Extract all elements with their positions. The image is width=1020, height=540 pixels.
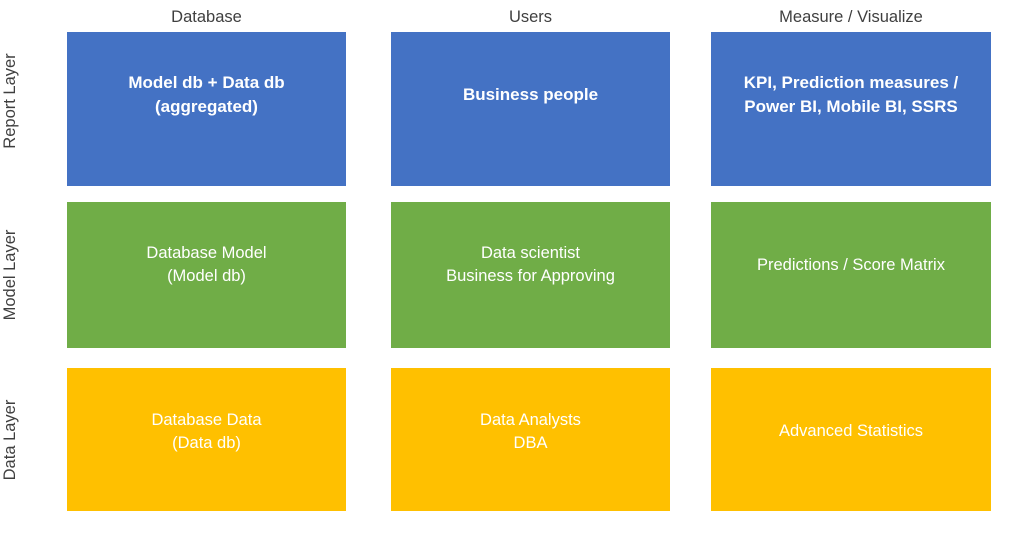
cell-data-layer-users[interactable]: Data Analysts DBA xyxy=(391,368,670,511)
cell-report-layer-users[interactable]: Business people xyxy=(391,32,670,186)
column-header-users: Users xyxy=(508,8,553,26)
cell-text: Predictions / Score Matrix xyxy=(757,255,945,274)
cell-model-layer-measure-visualize[interactable]: Predictions / Score Matrix xyxy=(711,202,991,348)
row-label-model-layer: Model Layer xyxy=(1,229,19,321)
cell-report-layer-measure-visualize[interactable]: KPI, Prediction measures / Power BI, Mob… xyxy=(711,32,991,186)
cell-report-layer-database[interactable]: Model db + Data db (aggregated) xyxy=(67,32,346,186)
row-label-data-layer: Data Layer xyxy=(1,399,19,481)
cell-model-layer-database[interactable]: Database Model (Model db) xyxy=(67,202,346,348)
column-header-measure-visualize: Measure / Visualize xyxy=(779,8,923,26)
cell-text: Business people xyxy=(462,85,599,104)
cell-data-layer-measure-visualize[interactable]: Advanced Statistics xyxy=(711,368,991,511)
row-label-report-layer: Report Layer xyxy=(1,53,19,149)
cell-text: Database Data (Data db) xyxy=(151,410,262,452)
cell-text: Data Analysts DBA xyxy=(480,410,581,452)
cell-text: KPI, Prediction measures / Power BI, Mob… xyxy=(743,73,959,116)
cell-model-layer-users[interactable]: Data scientist Business for Approving xyxy=(391,202,670,348)
cell-text: Model db + Data db (aggregated) xyxy=(128,73,285,116)
column-header-database: Database xyxy=(171,8,242,26)
cell-text: Database Model (Model db) xyxy=(146,244,267,285)
cell-text: Data scientist Business for Approving xyxy=(446,244,615,285)
cell-text: Advanced Statistics xyxy=(779,422,923,440)
cell-data-layer-database[interactable]: Database Data (Data db) xyxy=(67,368,346,511)
